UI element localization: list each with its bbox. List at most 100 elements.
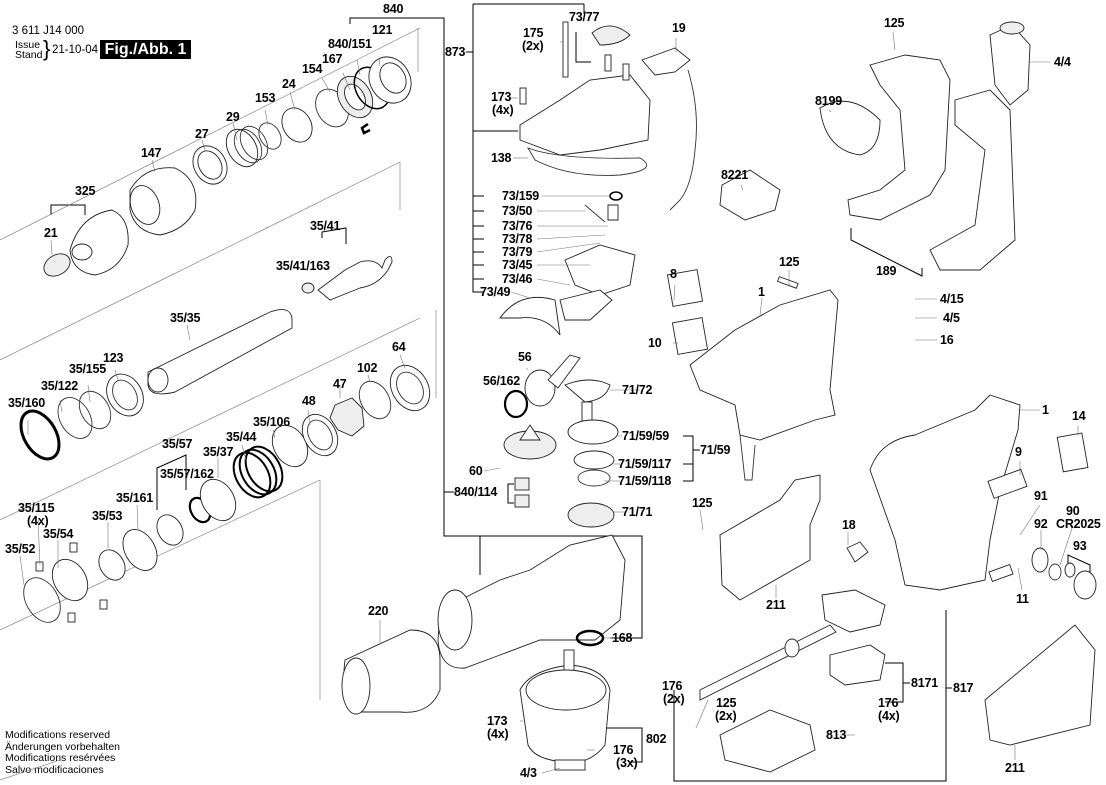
label-123: 123 [103, 351, 124, 365]
label-125c: 125 [716, 696, 737, 710]
modifications-notice: Modifications reserved Änderungen vorbeh… [5, 729, 121, 776]
label-19: 19 [672, 21, 686, 35]
label-176c-qty: (4x) [878, 709, 900, 723]
label-35-122: 35/122 [41, 379, 79, 393]
motor-housing-half [666, 269, 839, 481]
label-56-162: 56/162 [483, 374, 521, 388]
notice-de: Änderungen vorbehalten [5, 740, 121, 753]
label-71-71: 71/71 [622, 505, 653, 519]
label-220: 220 [368, 604, 389, 618]
label-35-115: 35/115 [18, 501, 55, 515]
label-56: 56 [518, 350, 532, 364]
label-90-battery: CR2025 [1056, 517, 1101, 531]
label-4-3: 4/3 [520, 766, 537, 780]
label-817: 817 [953, 681, 974, 695]
label-175: 175 [523, 26, 544, 40]
label-4-4: 4/4 [1054, 55, 1071, 69]
chuck-parts [43, 56, 412, 277]
label-71-72: 71/72 [622, 383, 653, 397]
issue-date: 21-10-04 [52, 44, 99, 56]
label-4-15: 4/15 [940, 292, 964, 306]
electronics [699, 589, 886, 773]
label-840-151: 840/151 [328, 37, 372, 51]
label-16: 16 [940, 333, 954, 347]
notice-en: Modifications reserved [5, 729, 111, 741]
ring-parts-row3 [23, 445, 284, 623]
label-35-160: 35/160 [8, 396, 46, 410]
label-73-159: 73/159 [502, 189, 540, 203]
label-813: 813 [826, 728, 847, 742]
label-8: 8 [670, 267, 677, 281]
label-176c: 176 [878, 696, 899, 710]
group-brackets [0, 3, 1091, 782]
label-125b: 125 [692, 496, 713, 510]
label-8221: 8221 [721, 168, 749, 182]
label-90: 90 [1066, 504, 1080, 518]
label-73-79: 73/79 [502, 245, 533, 259]
label-147: 147 [141, 146, 162, 160]
label-8171: 8171 [911, 676, 939, 690]
label-840-114: 840/114 [454, 485, 498, 499]
label-10: 10 [648, 336, 662, 350]
label-11: 11 [1016, 592, 1029, 606]
label-176b-qty: (2x) [663, 692, 685, 706]
label-125a: 125 [779, 255, 800, 269]
label-24: 24 [282, 77, 296, 91]
top-cover [499, 21, 697, 336]
label-125d: 125 [884, 16, 905, 30]
motor [519, 649, 611, 771]
label-35-52: 35/52 [5, 542, 36, 556]
label-173a-qty: (4x) [492, 103, 514, 117]
label-35-35: 35/35 [170, 311, 201, 325]
label-35-53: 35/53 [92, 509, 123, 523]
label-1a: 1 [758, 285, 765, 299]
label-125c-qty: (2x) [715, 709, 737, 723]
label-73-46: 73/46 [502, 272, 533, 286]
label-35-155: 35/155 [69, 362, 107, 376]
label-35-57-162: 35/57/162 [160, 467, 214, 481]
label-leaders [19, 31, 1079, 774]
figure-label: Fig./Abb. 1 [100, 40, 191, 59]
label-840: 840 [383, 2, 404, 16]
label-189: 189 [876, 264, 897, 278]
stand-label: Stand [15, 49, 43, 61]
label-211b: 211 [1005, 761, 1025, 775]
handle-lower-part [719, 474, 821, 601]
label-102: 102 [357, 361, 378, 375]
label-176a: 176 [613, 743, 634, 757]
label-48: 48 [302, 394, 316, 408]
label-35-54: 35/54 [43, 527, 74, 541]
label-73-49: 73/49 [480, 285, 511, 299]
label-168: 168 [612, 631, 633, 645]
label-71-59-117: 71/59/117 [618, 457, 672, 471]
issue-label: Issue [15, 39, 41, 51]
label-35-57: 35/57 [162, 437, 193, 451]
front-housing-shell [846, 394, 1097, 600]
label-71-59: 71/59 [700, 443, 731, 457]
label-9: 9 [1015, 445, 1022, 459]
label-35-41: 35/41 [310, 219, 341, 233]
part-number: 3 611 J14 000 [12, 25, 85, 37]
label-21: 21 [44, 226, 58, 240]
label-35-41-163: 35/41/163 [276, 259, 330, 273]
label-92: 92 [1034, 517, 1048, 531]
label-71-59-59: 71/59/59 [622, 429, 670, 443]
label-154: 154 [302, 62, 323, 76]
label-35-161: 35/161 [116, 491, 154, 505]
label-121: 121 [372, 23, 393, 37]
piston-crank [503, 354, 619, 528]
label-176b: 176 [662, 679, 683, 693]
label-176a-qty: (3x) [616, 756, 638, 770]
label-71-59-118: 71/59/118 [618, 474, 672, 488]
label-175-qty: (2x) [522, 39, 544, 53]
label-211a: 211 [766, 598, 786, 612]
label-4-5: 4/5 [943, 311, 960, 325]
label-27: 27 [195, 127, 209, 141]
label-173b: 173 [487, 714, 508, 728]
label-173b-qty: (4x) [487, 727, 509, 741]
label-47: 47 [333, 377, 347, 391]
label-73-77: 73/77 [569, 10, 600, 24]
tool-holder-parts [301, 256, 393, 301]
label-93: 93 [1073, 539, 1087, 553]
